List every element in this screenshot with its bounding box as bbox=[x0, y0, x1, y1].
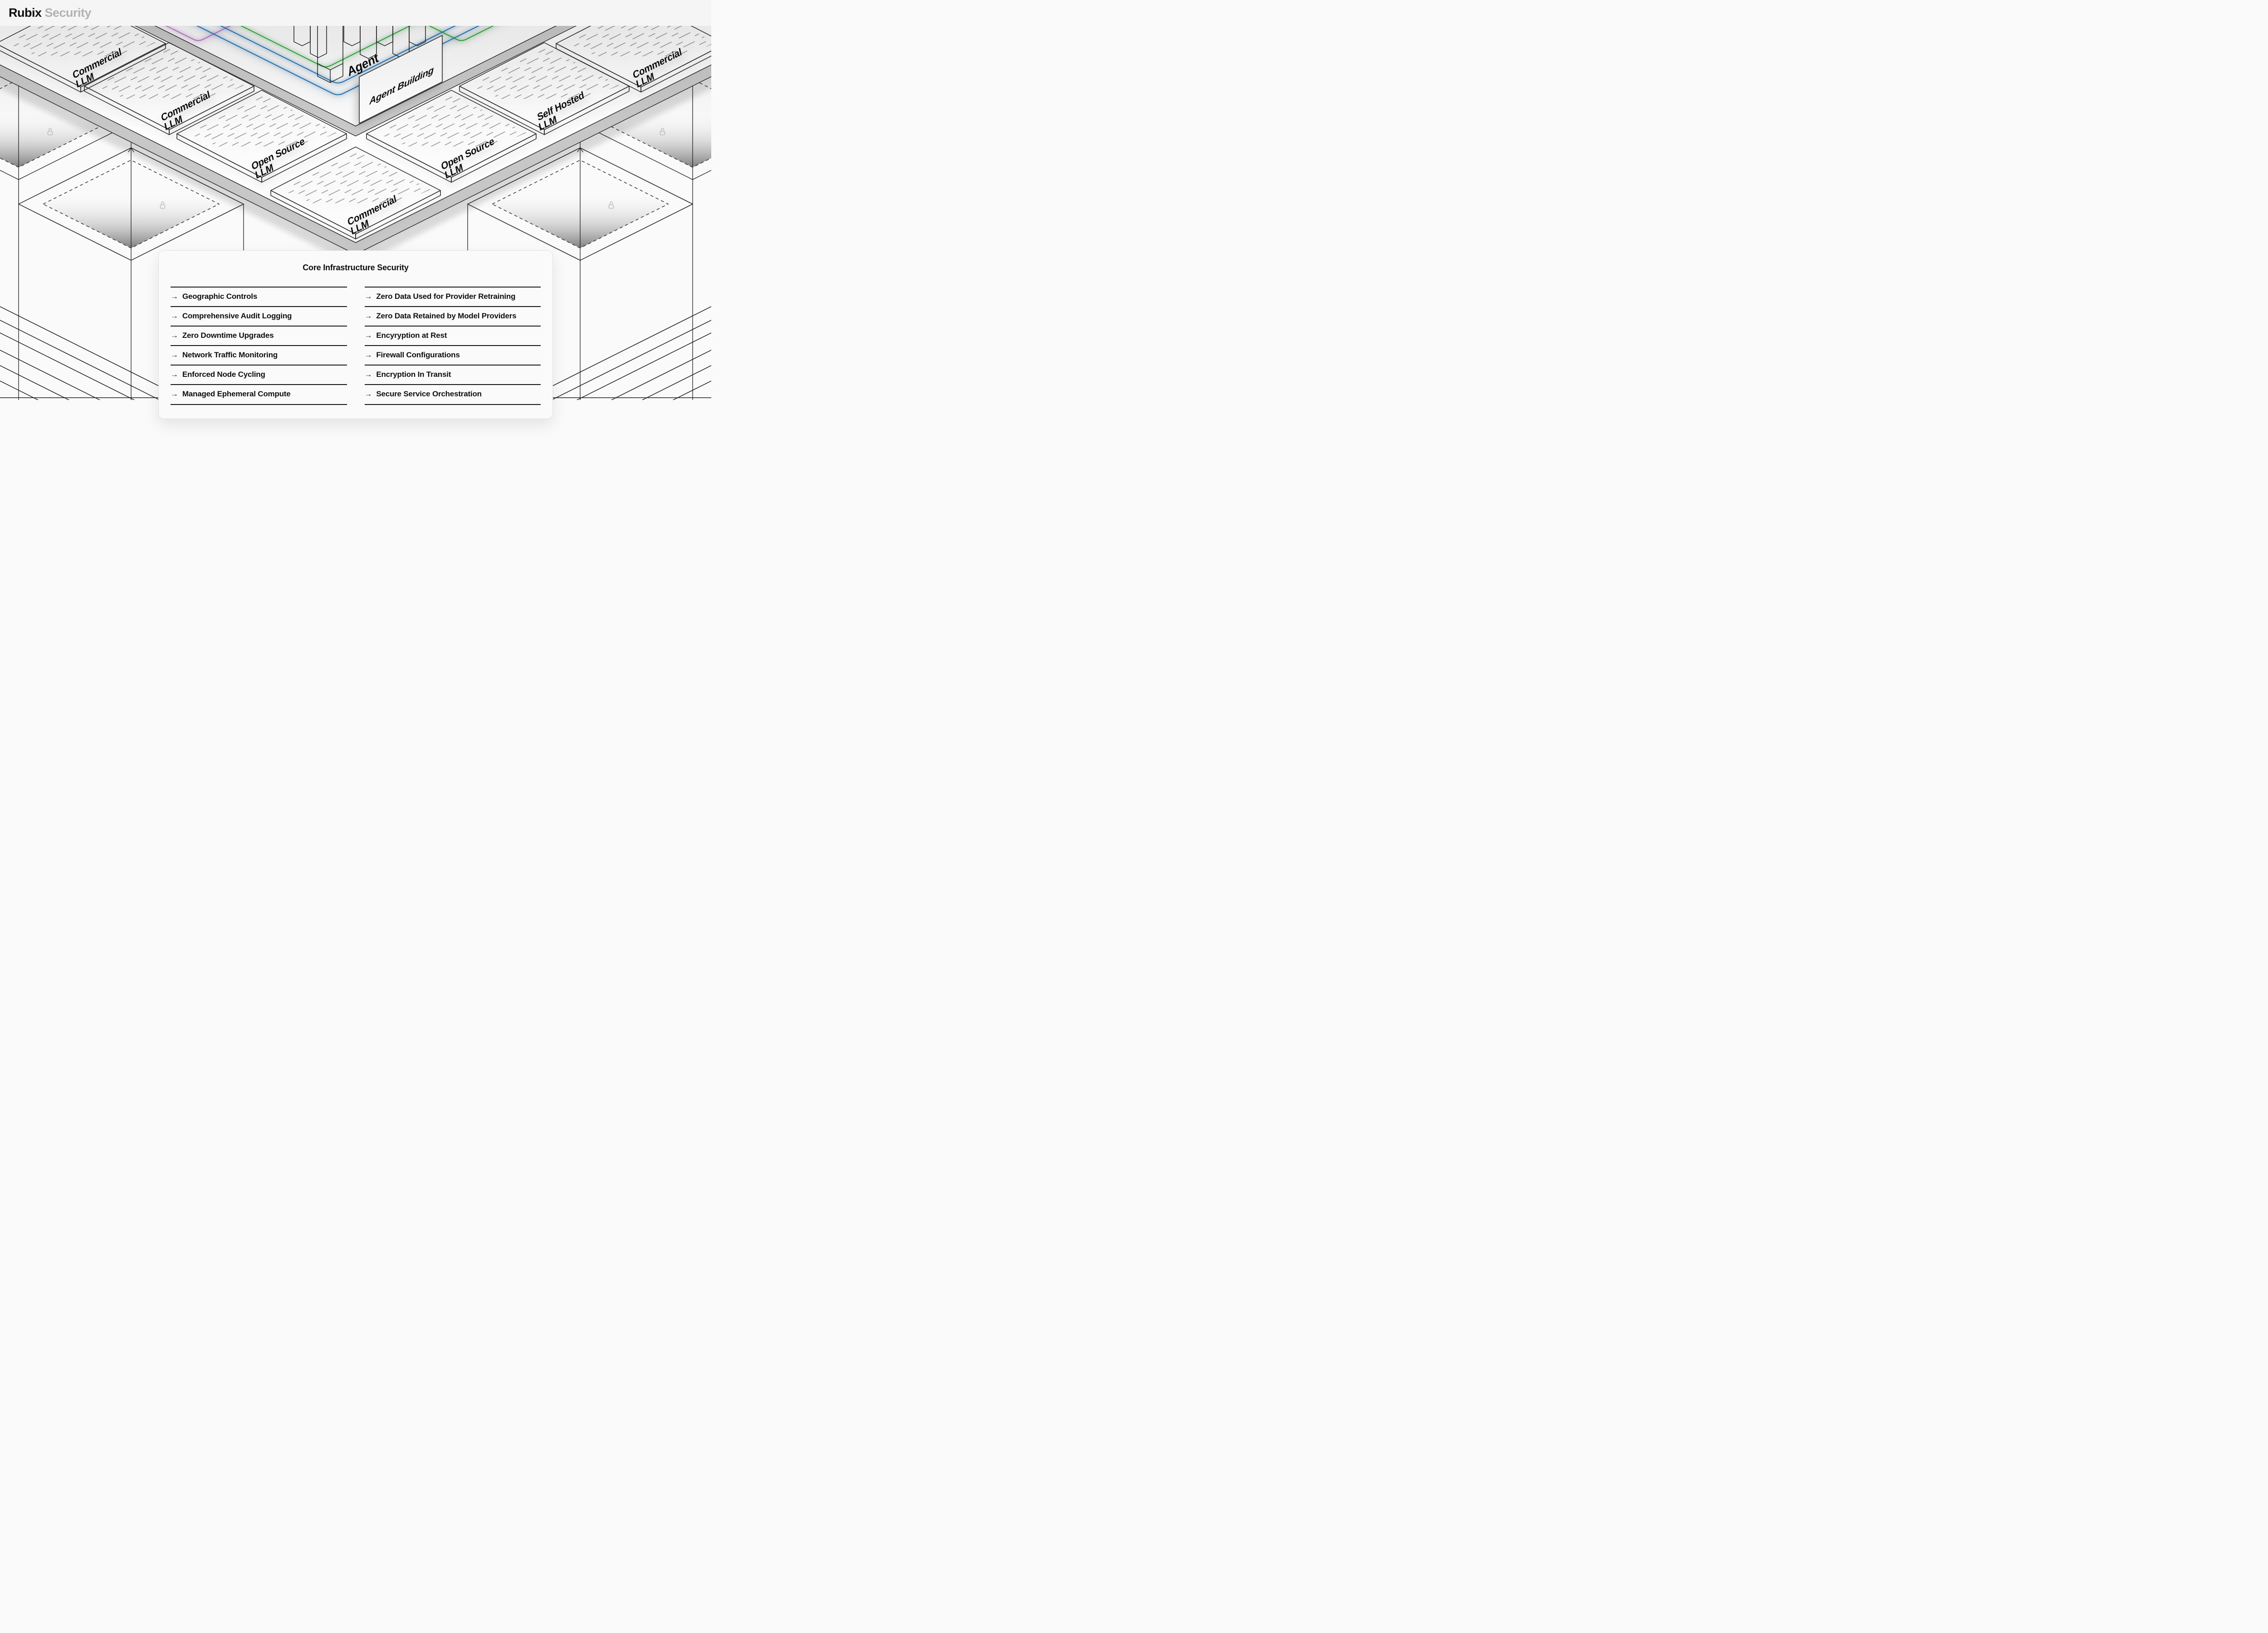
card-title: Core Infrastructure Security bbox=[303, 263, 409, 272]
security-item: → Geographic Controls bbox=[171, 287, 347, 306]
brand-secondary: Security bbox=[41, 6, 92, 19]
arrow-icon: → bbox=[364, 390, 372, 398]
security-item: → Zero Data Used for Provider Retraining bbox=[364, 287, 541, 306]
security-item-label: Zero Downtime Upgrades bbox=[182, 331, 274, 340]
padlock-icon bbox=[608, 201, 614, 209]
security-item: → Comprehensive Audit Logging bbox=[171, 306, 347, 326]
security-item-label: Comprehensive Audit Logging bbox=[182, 312, 292, 320]
security-item: → Zero Data Retained by Model Providers bbox=[364, 306, 541, 326]
top-shade bbox=[0, 26, 711, 130]
isometric-scene: Agent Agent Building bbox=[0, 0, 711, 400]
security-column-left: → Geographic Controls → Comprehensive Audi… bbox=[171, 287, 347, 405]
security-column-right: →Zero Data Used for Provider Retraining … bbox=[364, 287, 541, 405]
page: { "header": { "brand_primary": "Rubix", … bbox=[0, 0, 711, 419]
arrow-icon: → bbox=[171, 351, 178, 359]
security-item-label: Encyryption at Rest bbox=[376, 331, 447, 340]
security-item-label: Secure Service Orchestration bbox=[376, 390, 482, 398]
security-item: → Enforced Node Cycling bbox=[171, 365, 347, 384]
arrow-icon: → bbox=[364, 351, 372, 359]
platform-lower-edge-band bbox=[0, 64, 711, 255]
arrow-icon: → bbox=[171, 292, 178, 301]
security-item-label: Encryption In Transit bbox=[376, 370, 451, 379]
security-item: → Secure Service Orchestration bbox=[364, 384, 541, 405]
slab-stack-left bbox=[0, 306, 187, 400]
security-item-label: Network Traffic Monitoring bbox=[182, 351, 278, 359]
padlock-icon bbox=[160, 201, 166, 209]
security-item-label: Firewall Configurations bbox=[376, 351, 460, 359]
security-item-label: Geographic Controls bbox=[182, 292, 258, 301]
security-item-label: Zero Data Used for Provider Retraining bbox=[376, 292, 516, 301]
security-item-label: Managed Ephemeral Compute bbox=[182, 390, 291, 398]
arrow-icon: → bbox=[171, 331, 178, 340]
header: Rubix Security bbox=[0, 0, 711, 26]
arrow-icon: → bbox=[171, 390, 178, 398]
arrow-icon: → bbox=[364, 370, 372, 379]
security-item: → Encryption In Transit bbox=[364, 365, 541, 384]
header-logo[interactable]: Rubix Security bbox=[9, 6, 92, 20]
up-arrow-icon bbox=[577, 147, 583, 152]
up-arrow-icon bbox=[128, 147, 134, 152]
arrow-icon: → bbox=[364, 292, 372, 301]
security-item: → Firewall Configurations bbox=[364, 345, 541, 365]
arrow-icon: → bbox=[364, 312, 372, 320]
security-item: → Zero Downtime Upgrades bbox=[171, 326, 347, 345]
slab-stack-right bbox=[524, 306, 711, 400]
arrow-icon: → bbox=[364, 331, 372, 340]
arrow-icon: → bbox=[171, 312, 178, 320]
security-card: Core Infrastructure Security → Geographic… bbox=[158, 250, 553, 419]
pit-right bbox=[467, 90, 693, 400]
security-item-label: Enforced Node Cycling bbox=[182, 370, 265, 379]
pit-left bbox=[18, 90, 244, 400]
security-item: → Network Traffic Monitoring bbox=[171, 345, 347, 365]
arrow-icon: → bbox=[171, 370, 178, 379]
security-columns: → Geographic Controls → Comprehensive Audi… bbox=[171, 287, 541, 405]
brand-primary: Rubix bbox=[9, 6, 42, 19]
security-item: → Encyryption at Rest bbox=[364, 326, 541, 345]
security-item: → Managed Ephemeral Compute bbox=[171, 384, 347, 405]
security-item-label: Zero Data Retained by Model Providers bbox=[376, 312, 517, 320]
